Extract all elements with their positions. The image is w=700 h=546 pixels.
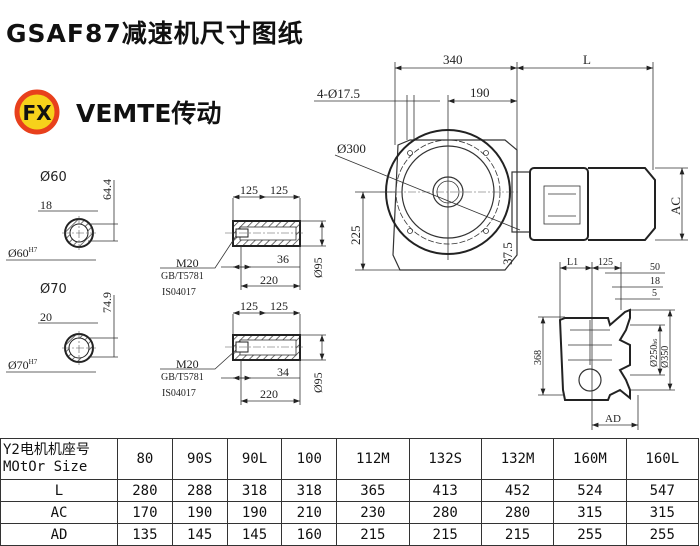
cell: 280 <box>117 479 173 502</box>
svg-text:Ø95: Ø95 <box>311 257 325 278</box>
svg-text:GB/T5781: GB/T5781 <box>161 271 204 282</box>
svg-text:4-Ø17.5: 4-Ø17.5 <box>317 86 360 101</box>
svg-text:5: 5 <box>652 288 657 299</box>
key-width-label: 18 <box>40 198 52 212</box>
size-cell: 80 <box>117 438 173 480</box>
svg-text:125: 125 <box>270 299 288 313</box>
svg-text:220: 220 <box>260 387 278 401</box>
svg-text:GB/T5781: GB/T5781 <box>161 372 204 383</box>
cell: 280 <box>408 501 482 524</box>
svg-text:Ø95: Ø95 <box>311 372 325 393</box>
cell: 255 <box>625 523 700 546</box>
hollow-shaft-70: Ø70 20 74.9 Ø70H7 <box>6 282 118 373</box>
svg-text:34: 34 <box>277 365 289 379</box>
svg-text:M20: M20 <box>176 256 199 270</box>
svg-text:125: 125 <box>598 257 613 268</box>
svg-text:225: 225 <box>348 226 363 246</box>
bore-label: Ø70H7 <box>8 358 38 372</box>
cell: 255 <box>553 523 627 546</box>
row-label: AC <box>0 501 118 524</box>
cell: 288 <box>171 479 228 502</box>
size-cell: 160L <box>625 438 700 480</box>
cell: 318 <box>226 479 283 502</box>
cell: 280 <box>480 501 555 524</box>
svg-text:340: 340 <box>443 52 463 67</box>
size-cell: 90S <box>171 438 228 480</box>
hollow-shaft-60: Ø60 18 64.4 Ø60H7 <box>6 170 118 261</box>
cell: 135 <box>117 523 173 546</box>
svg-text:Ø350: Ø350 <box>660 346 671 368</box>
svg-text:L: L <box>583 52 591 67</box>
svg-text:Ø250h6: Ø250h6 <box>649 339 660 367</box>
cell: 215 <box>480 523 555 546</box>
size-cell: 112M <box>336 438 410 480</box>
svg-text:L1: L1 <box>567 257 578 268</box>
cell: 145 <box>226 523 283 546</box>
svg-text:125: 125 <box>240 299 258 313</box>
cell: 452 <box>480 479 555 502</box>
svg-text:190: 190 <box>470 85 490 100</box>
logo-mark: FX <box>14 89 60 135</box>
svg-text:AC: AC <box>668 197 683 215</box>
height-label: 74.9 <box>100 292 114 313</box>
shaft-dia-label: Ø60 <box>40 170 67 185</box>
svg-text:AD: AD <box>605 413 621 425</box>
svg-text:37.5: 37.5 <box>500 242 515 265</box>
cell: 547 <box>625 479 700 502</box>
size-cell: 160M <box>553 438 627 480</box>
cell: 215 <box>408 523 482 546</box>
shaft-section-2: 125 125 Ø95 M20 GB/T5781 IS04017 34 220 <box>160 299 326 405</box>
cell: 145 <box>171 523 228 546</box>
size-cell: 90L <box>226 438 283 480</box>
size-cell: 132M <box>480 438 555 480</box>
size-cell: 132S <box>408 438 482 480</box>
svg-text:18: 18 <box>650 276 660 287</box>
cell: 524 <box>553 479 627 502</box>
shaft-section-1: 125 125 Ø95 M20 GB/T5781 IS04017 36 220 <box>160 183 326 298</box>
svg-text:Ø300: Ø300 <box>337 141 366 156</box>
svg-text:M20: M20 <box>176 357 199 371</box>
bore-label: Ø60H7 <box>8 246 38 260</box>
cell: 215 <box>336 523 410 546</box>
cell: 230 <box>336 501 410 524</box>
front-view: 340 L 4-Ø17.5 190 Ø300 225 37.5 AC <box>314 52 688 271</box>
svg-text:50: 50 <box>650 262 660 273</box>
side-view: L1 125 50 18 5 368 Ø250h6 Ø350 AD <box>533 257 675 430</box>
cell: 315 <box>625 501 700 524</box>
svg-text:IS04017: IS04017 <box>162 287 196 298</box>
key-width-label: 20 <box>40 310 52 324</box>
cell: 365 <box>336 479 410 502</box>
drawing-canvas: FX Ø60 18 64.4 Ø60H7 Ø70 20 74.9 Ø70H7 1… <box>6 52 688 430</box>
svg-text:125: 125 <box>240 183 258 197</box>
svg-text:FX: FX <box>22 101 52 125</box>
cell: 315 <box>553 501 627 524</box>
page-title: GSAF87减速机尺寸图纸 <box>6 19 304 48</box>
row-label: AD <box>0 523 118 546</box>
brand-name: VEMTE传动 <box>76 99 222 128</box>
cell: 318 <box>281 479 338 502</box>
cell: 210 <box>281 501 338 524</box>
shaft-dia-label: Ø70 <box>40 282 67 297</box>
height-label: 64.4 <box>100 179 114 200</box>
cell: 170 <box>117 501 173 524</box>
svg-text:125: 125 <box>270 183 288 197</box>
svg-text:368: 368 <box>533 350 544 365</box>
svg-text:220: 220 <box>260 273 278 287</box>
cell: 160 <box>281 523 338 546</box>
size-cell: 100 <box>281 438 338 480</box>
svg-text:IS04017: IS04017 <box>162 388 196 399</box>
cell: 190 <box>226 501 283 524</box>
cell: 413 <box>408 479 482 502</box>
row-label: L <box>0 479 118 502</box>
svg-text:36: 36 <box>277 252 289 266</box>
cell: 190 <box>171 501 228 524</box>
